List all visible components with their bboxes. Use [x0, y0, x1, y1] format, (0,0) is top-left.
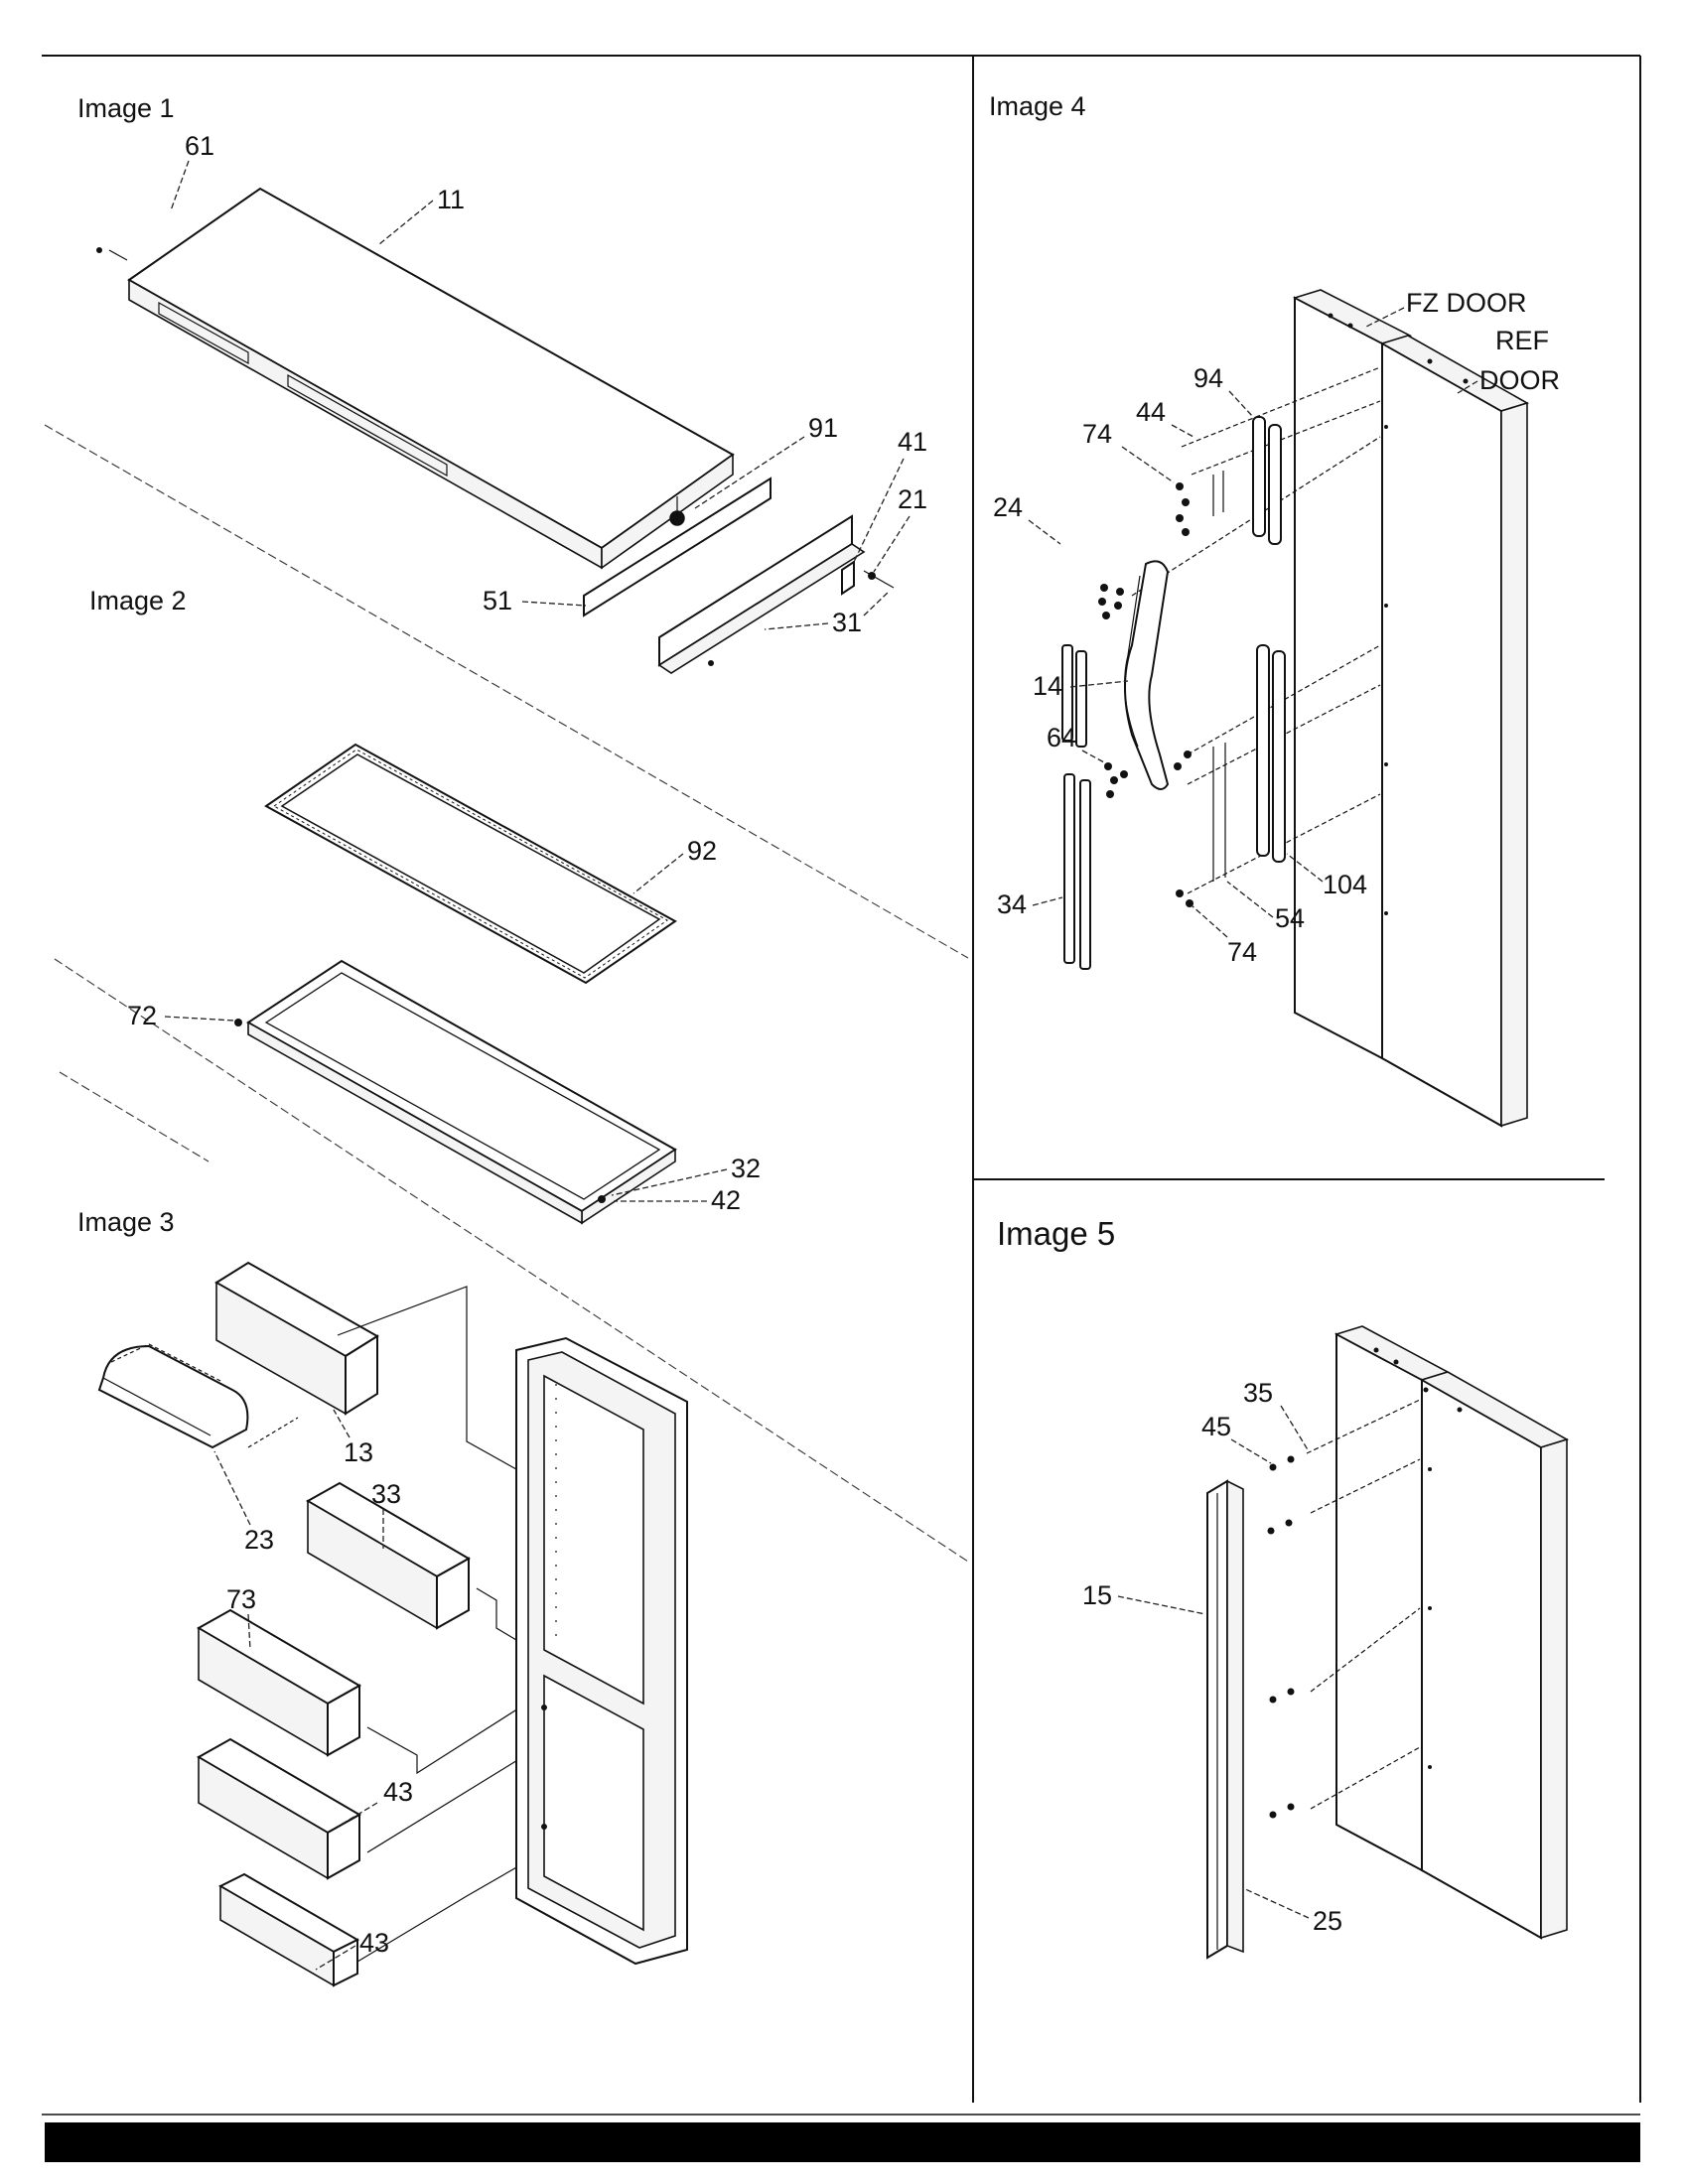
panel-title-image-2: Image 2	[89, 586, 187, 615]
panel-title-image-1: Image 1	[77, 93, 175, 123]
callout-13: 13	[344, 1437, 373, 1467]
callout-74-upper: 74	[1082, 419, 1112, 449]
label-ref: REF	[1495, 326, 1549, 355]
callout-32: 32	[731, 1154, 761, 1183]
panel-frame	[42, 55, 1641, 2162]
callout-21: 21	[898, 484, 927, 514]
callout-34: 34	[997, 889, 1027, 919]
image-4-callouts: FZ DOOR REF DOOR 94 44 74 24 14 64 34 10…	[993, 288, 1560, 967]
callout-73: 73	[226, 1584, 256, 1614]
image-2-glass-shelf	[234, 743, 677, 1225]
callout-43-lower: 43	[359, 1928, 389, 1958]
callout-42: 42	[711, 1185, 741, 1215]
callout-44: 44	[1136, 397, 1166, 427]
callout-64: 64	[1047, 723, 1076, 752]
footer-black-bar	[45, 2122, 1640, 2162]
callout-61: 61	[185, 131, 214, 161]
image-5-callouts: 35 45 15 25	[1082, 1378, 1342, 1936]
callout-31: 31	[832, 608, 862, 637]
callout-54: 54	[1275, 903, 1305, 933]
callout-51: 51	[483, 586, 512, 615]
callout-14: 14	[1033, 671, 1062, 701]
callout-74-lower: 74	[1227, 937, 1257, 967]
callout-41: 41	[898, 427, 927, 457]
callout-92: 92	[687, 836, 717, 866]
callout-72: 72	[127, 1001, 157, 1030]
callout-23: 23	[244, 1525, 274, 1555]
label-door: DOOR	[1479, 365, 1560, 395]
image-2-callouts: 92 72 32 42	[127, 836, 761, 1215]
callout-94: 94	[1193, 363, 1223, 393]
label-fz-door: FZ DOOR	[1406, 288, 1527, 318]
panel-title-image-4: Image 4	[989, 91, 1086, 121]
callout-33: 33	[371, 1479, 401, 1509]
callout-24: 24	[993, 492, 1023, 522]
callout-104: 104	[1323, 870, 1367, 899]
image-3-callouts: 13 23 33 73 43 43	[213, 1409, 413, 1971]
panel-title-image-5: Image 5	[997, 1215, 1115, 1252]
callout-45: 45	[1201, 1412, 1231, 1441]
image-4-handle-assembly	[1061, 289, 1530, 1128]
image-5-trim-assembly	[1206, 1325, 1570, 1960]
image-3-door-bins	[97, 1261, 688, 1987]
panel-title-image-3: Image 3	[77, 1207, 175, 1237]
image-1-callouts: 61 11 91 41 21 51 31	[170, 131, 927, 637]
image-1-shelf-assembly	[96, 187, 895, 674]
callout-35: 35	[1243, 1378, 1273, 1408]
callout-11: 11	[437, 185, 465, 214]
callout-43-upper: 43	[383, 1777, 413, 1807]
callout-25: 25	[1313, 1906, 1342, 1936]
callout-15: 15	[1082, 1580, 1112, 1610]
panel-separators	[44, 424, 969, 1563]
callout-91: 91	[808, 413, 838, 443]
